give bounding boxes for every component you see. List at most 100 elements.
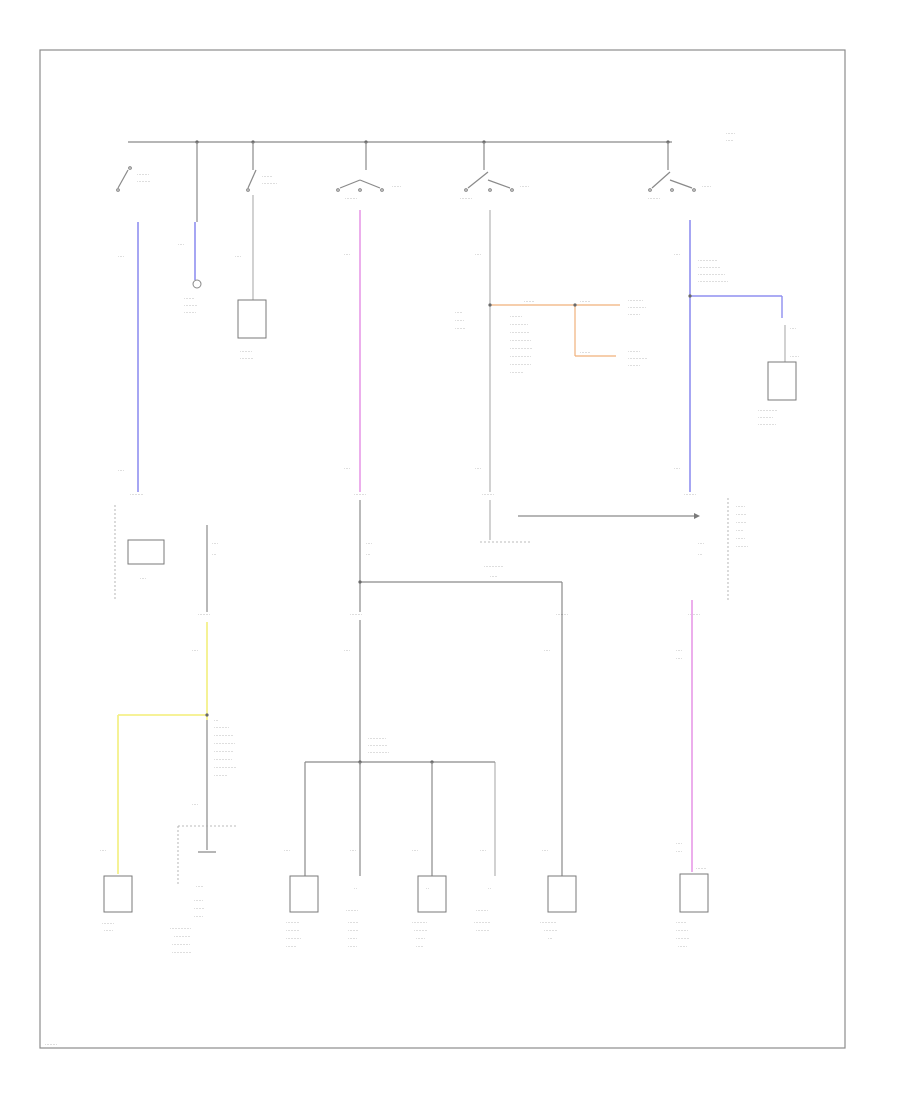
svg-text:········: ········ <box>628 363 640 368</box>
svg-text:···: ··· <box>212 552 217 557</box>
svg-text:····: ···· <box>475 252 481 257</box>
svg-text:····: ···· <box>212 541 218 546</box>
svg-text:·········: ········· <box>544 928 558 933</box>
svg-text:·········: ········· <box>476 928 490 933</box>
svg-text:·····: ····· <box>455 310 463 315</box>
svg-text:···: ··· <box>366 552 371 557</box>
svg-text:·······: ······· <box>580 299 591 304</box>
svg-text:········: ········ <box>684 492 696 497</box>
svg-text:·······: ······· <box>736 520 747 525</box>
svg-text:·········: ········· <box>676 936 690 941</box>
switch-4: ······ ········ <box>460 171 529 201</box>
svg-text:············: ············ <box>510 322 528 327</box>
svg-text:···: ··· <box>698 552 703 557</box>
svg-text:······: ······ <box>194 898 203 903</box>
svg-text:·············: ············· <box>510 330 529 335</box>
svg-text:········: ········ <box>476 908 488 913</box>
dlc <box>127 539 165 565</box>
svg-text:···: ··· <box>548 936 553 941</box>
svg-text:····: ···· <box>344 466 350 471</box>
svg-text:···: ··· <box>214 718 219 723</box>
svg-text:·········: ········· <box>137 179 151 184</box>
svg-text:····: ···· <box>192 802 198 807</box>
svg-text:····: ···· <box>366 541 372 546</box>
svg-text:····: ···· <box>350 848 356 853</box>
svg-text:·········: ········· <box>240 356 254 361</box>
svg-text:········: ········ <box>345 196 357 201</box>
svg-text:············: ············ <box>172 942 190 947</box>
svg-text:··············: ·············· <box>510 338 531 343</box>
svg-text:······: ······ <box>348 936 357 941</box>
svg-text:···············: ··············· <box>698 265 720 270</box>
svg-text:·······: ······· <box>194 906 205 911</box>
svg-text:······: ······ <box>726 131 735 136</box>
svg-text:··············: ·············· <box>510 354 531 359</box>
svg-text:······: ······ <box>455 318 464 323</box>
switch-5: ······ ········ <box>648 171 711 201</box>
svg-text:······: ······ <box>736 504 745 509</box>
svg-text:·······: ······· <box>736 512 747 517</box>
svg-text:····: ···· <box>344 252 350 257</box>
svg-text:····: ···· <box>674 252 680 257</box>
svg-text:····: ···· <box>542 848 548 853</box>
svg-text:·············: ············· <box>214 749 233 754</box>
svg-text:····: ···· <box>178 242 184 247</box>
svg-text:····: ···· <box>412 848 418 853</box>
svg-text:····: ···· <box>676 656 682 661</box>
svg-text:·····: ····· <box>490 574 498 579</box>
svg-text:····: ···· <box>544 648 550 653</box>
svg-text:········: ········ <box>184 310 196 315</box>
svg-text:····: ···· <box>118 254 124 259</box>
svg-text:·········: ········· <box>414 928 428 933</box>
svg-text:·············: ············· <box>172 950 191 955</box>
svg-text:··: ·· <box>488 886 491 891</box>
svg-text:········: ········ <box>736 544 748 549</box>
svg-text:·········: ········· <box>286 928 300 933</box>
svg-text:····: ···· <box>674 466 680 471</box>
svg-text:········: ········ <box>460 196 472 201</box>
svg-text:·······: ······· <box>580 350 591 355</box>
svg-text:····: ···· <box>192 648 198 653</box>
svg-text:·······: ······· <box>286 944 297 949</box>
svg-text:·······: ······· <box>262 174 273 179</box>
svg-text:·····: ····· <box>736 528 744 533</box>
svg-text:···········: ··········· <box>474 920 490 925</box>
svg-text:·········: ········· <box>214 773 228 778</box>
svg-text:······: ······ <box>702 184 711 189</box>
svg-text:············: ············ <box>758 422 776 427</box>
svg-text:··········: ·········· <box>758 415 773 420</box>
svg-text:·······: ······· <box>184 296 195 301</box>
ground-1 <box>192 279 202 289</box>
svg-text:·······: ······· <box>676 920 687 925</box>
svg-text:·········: ········· <box>184 303 198 308</box>
svg-text:········: ········ <box>240 349 252 354</box>
svg-text:··················: ·················· <box>698 272 725 277</box>
svg-text:··: ·· <box>426 886 429 891</box>
svg-text:····: ···· <box>480 848 486 853</box>
fuse-right <box>767 361 797 401</box>
svg-text:········: ········ <box>354 492 366 497</box>
svg-text:··············: ·············· <box>170 926 191 931</box>
svg-text:········: ········ <box>45 1042 57 1047</box>
svg-text:··············: ·············· <box>510 362 531 367</box>
svg-text:····: ···· <box>118 468 124 473</box>
svg-text:······: ······ <box>348 944 357 949</box>
svg-text:·······: ······· <box>524 299 535 304</box>
svg-text:····: ···· <box>676 849 682 854</box>
svg-text:····: ···· <box>676 841 682 846</box>
svg-text:·············: ············· <box>368 743 387 748</box>
switch-2: ······· ·········· <box>246 169 277 192</box>
svg-text:······: ······ <box>104 928 113 933</box>
svg-text:······: ······ <box>736 536 745 541</box>
svg-text:····: ···· <box>235 254 241 259</box>
svg-text:····: ···· <box>475 466 481 471</box>
svg-text:·········: ········· <box>286 920 300 925</box>
svg-text:········: ········ <box>628 349 640 354</box>
svg-text:····: ···· <box>344 648 350 653</box>
svg-text:·······: ······· <box>455 326 466 331</box>
svg-text:·········: ········· <box>130 492 144 497</box>
svg-text:······: ······ <box>194 914 203 919</box>
svg-text:·····: ····· <box>196 884 204 889</box>
svg-text:·············: ············· <box>628 356 647 361</box>
